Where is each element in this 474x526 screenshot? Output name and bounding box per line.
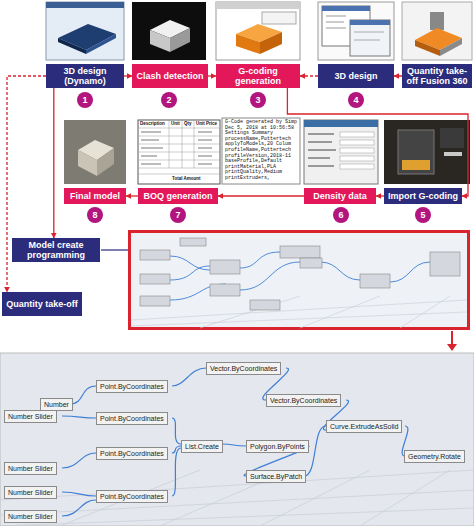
program-node: Number Slider [4, 510, 57, 523]
label-text: BOQ generation [143, 191, 212, 201]
step-number-text: 3 [255, 95, 260, 105]
table-header: Unit Price [196, 122, 217, 127]
step-number: 1 [77, 92, 93, 108]
flow-arrow [124, 75, 132, 76]
flow-arrow [394, 75, 402, 76]
program-node: Point.ByCoordinates [96, 490, 168, 503]
program-node: Point.ByCoordinates [96, 380, 168, 393]
program-node: Number Slider [4, 462, 57, 475]
table-cell: Total Amount [172, 177, 201, 182]
label-text: Import G-coding [388, 191, 458, 201]
process-label: BOQ generation [138, 188, 218, 204]
program-node: Point.ByCoordinates [96, 447, 168, 460]
label-text: 3D design [334, 71, 377, 81]
flow-arrow [376, 195, 384, 196]
step-number: 3 [250, 92, 266, 108]
process-label: Quantity take-off Fusion 360 [402, 64, 472, 88]
flow-arrow [53, 88, 54, 238]
program-node: Vector.ByCoordinates [266, 394, 341, 407]
table-header: Unit [171, 122, 180, 127]
step-number-text: 6 [338, 210, 343, 220]
process-label: Quantity take-off [2, 292, 82, 316]
flow-arrow [218, 195, 304, 196]
gcode-line: printExtruders, [225, 176, 270, 182]
process-label: G-coding generation [216, 64, 300, 88]
process-label: Clash detection [132, 64, 208, 88]
program-node: List.Create [181, 440, 223, 453]
label-text: Density data [313, 191, 367, 201]
step-number: 2 [161, 92, 177, 108]
step-number-text: 1 [82, 95, 87, 105]
process-label: 3D design (Dynamo) [46, 64, 124, 88]
label-text: Clash detection [136, 71, 203, 81]
program-node: Point.ByCoordinates [96, 412, 168, 425]
program-node: Vector.ByCoordinates [206, 362, 281, 375]
process-label: Final model [64, 188, 126, 204]
label-text: G-coding generation [219, 66, 297, 87]
label-text: Quantity take-off [6, 299, 78, 309]
table-header: Qty [184, 122, 192, 127]
step-number-text: 4 [353, 95, 358, 105]
process-label: Import G-coding [384, 188, 462, 204]
program-node: Geometry.Rotate [404, 450, 465, 463]
program-node: Surface.ByPatch [246, 470, 306, 483]
step-number: 4 [348, 92, 364, 108]
program-node: Number Slider [4, 410, 57, 423]
program-node: Polygon.ByPoints [246, 440, 309, 453]
step-number-text: 8 [92, 210, 97, 220]
label-text: Quantity take-off Fusion 360 [405, 66, 469, 87]
flow-arrow [126, 195, 138, 196]
program-node: Curve.ExtrudeAsSolid [326, 420, 402, 433]
label-text: Model create programming [15, 240, 97, 261]
flow-arrow [287, 88, 468, 196]
step-number: 7 [170, 207, 186, 223]
step-number: 5 [415, 207, 431, 223]
flow-arrow [208, 75, 216, 76]
process-label: 3D design [318, 64, 394, 88]
process-label: Density data [304, 188, 376, 204]
step-number: 6 [333, 207, 349, 223]
step-number-text: 7 [175, 210, 180, 220]
step-number: 8 [87, 207, 103, 223]
step-number-text: 5 [420, 210, 425, 220]
label-text: Final model [70, 191, 120, 201]
process-label: Model create programming [12, 238, 100, 262]
label-text: 3D design (Dynamo) [49, 66, 121, 87]
program-node: Number Slider [4, 486, 57, 499]
table-header: Description [140, 122, 165, 127]
step-number-text: 2 [166, 95, 171, 105]
flow-arrow [300, 75, 318, 76]
